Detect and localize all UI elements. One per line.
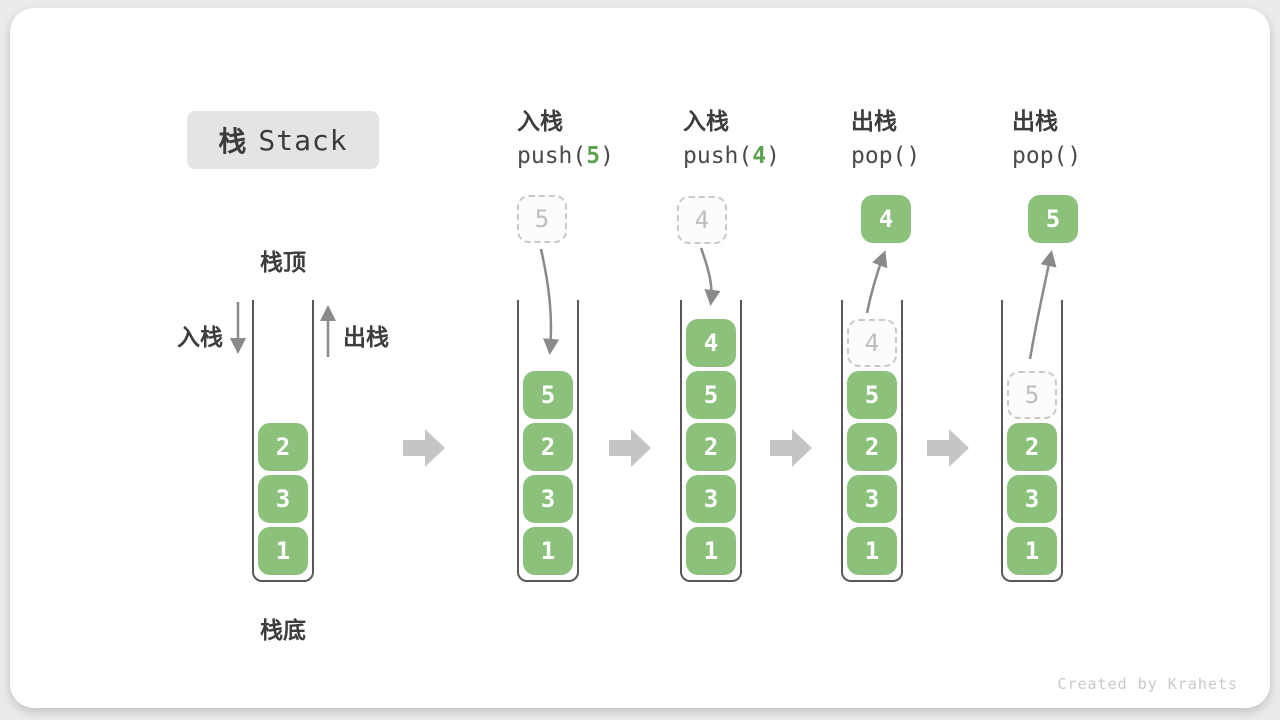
header-pop5: 出栈 pop() (1012, 103, 1081, 173)
stack-element: 2 (523, 423, 573, 471)
stack-element: 4 (686, 319, 736, 367)
stack-well-push5: 5 2 3 1 (517, 300, 579, 582)
flow-arrow-icon (927, 429, 969, 467)
flow-arrow-icon (770, 429, 812, 467)
pop-side-label: 出栈 (343, 324, 389, 350)
incoming-element: 4 (677, 196, 727, 244)
stack-element: 3 (258, 475, 308, 523)
stack-element: 3 (686, 475, 736, 523)
ghost-element: 4 (847, 319, 897, 367)
stack-element: 5 (523, 371, 573, 419)
stack-top-label: 栈顶 (260, 249, 306, 275)
stack-element: 1 (523, 527, 573, 575)
header-push5: 入栈 push(5) (517, 103, 614, 173)
stack-element: 3 (1007, 475, 1057, 523)
stack-element: 2 (258, 423, 308, 471)
code-label: push(5) (517, 143, 614, 169)
push-arrow-icon (699, 247, 721, 307)
flow-arrow-icon (609, 429, 651, 467)
flow-arrow-icon (403, 429, 445, 467)
stack-element: 2 (847, 423, 897, 471)
ghost-element: 5 (1007, 371, 1057, 419)
op-label: 入栈 (683, 108, 729, 134)
incoming-element: 5 (517, 195, 567, 243)
op-label: 出栈 (1012, 108, 1058, 134)
stack-element: 2 (1007, 423, 1057, 471)
code-label: pop() (1012, 143, 1082, 169)
stack-well-initial: 2 3 1 (252, 300, 314, 582)
stack-element: 1 (258, 527, 308, 575)
stack-element: 1 (686, 527, 736, 575)
code-label: pop() (851, 143, 921, 169)
header-push4: 入栈 push(4) (683, 103, 780, 173)
stack-element: 3 (847, 475, 897, 523)
watermark: Created by Krahets (1057, 675, 1238, 693)
header-pop4: 出栈 pop() (851, 103, 920, 173)
op-label: 出栈 (851, 108, 897, 134)
popped-element: 5 (1028, 195, 1078, 243)
stack-element: 5 (686, 371, 736, 419)
stack-element: 1 (847, 527, 897, 575)
stack-element: 5 (847, 371, 897, 419)
title-zh: 栈 (218, 126, 247, 157)
stack-well-pop5: 5 2 3 1 (1001, 300, 1063, 582)
title-badge: 栈 Stack (187, 111, 379, 169)
stack-well-push4: 4 5 2 3 1 (680, 300, 742, 582)
popped-element: 4 (861, 195, 911, 243)
stack-element: 1 (1007, 527, 1057, 575)
stack-bottom-label: 栈底 (260, 617, 306, 643)
op-label: 入栈 (517, 108, 563, 134)
title-en: Stack (258, 123, 348, 157)
stack-well-pop4: 4 5 2 3 1 (841, 300, 903, 582)
stack-element: 3 (523, 475, 573, 523)
stack-element: 2 (686, 423, 736, 471)
code-label: push(4) (683, 143, 780, 169)
push-side-label: 入栈 (177, 324, 223, 350)
